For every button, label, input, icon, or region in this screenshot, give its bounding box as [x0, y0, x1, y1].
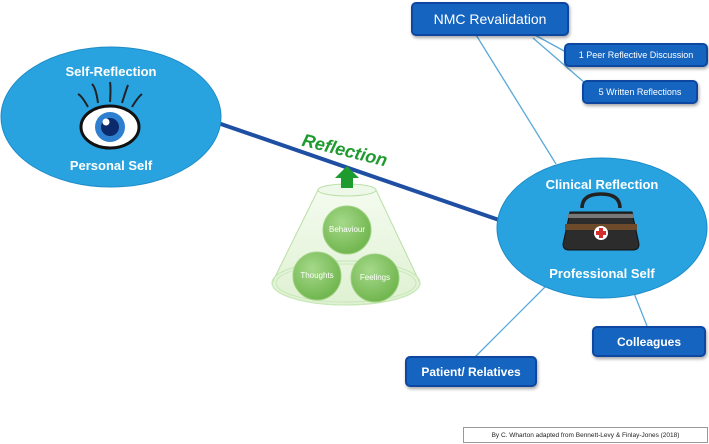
thoughts-label: Thoughts — [300, 271, 334, 280]
colleagues-box: Colleagues — [592, 326, 706, 357]
written-reflections-label: 5 Written Reflections — [598, 87, 682, 97]
nmc-revalidation-title: NMC Revalidation — [433, 11, 547, 27]
behaviour-label: Behaviour — [328, 225, 366, 234]
medical-bag-icon — [562, 192, 640, 251]
patient-relatives-label: Patient/ Relatives — [421, 364, 521, 379]
up-arrow-icon — [335, 166, 359, 188]
colleagues-label: Colleagues — [616, 334, 682, 349]
personal-self-label: Personal Self — [69, 158, 153, 173]
clinical-reflection-title: Clinical Reflection — [545, 177, 659, 192]
self-reflection-title: Self-Reflection — [65, 64, 157, 79]
line-nmc-to-clinical — [472, 29, 557, 165]
reflection-connector — [217, 121, 503, 223]
professional-self-label: Professional Self — [549, 266, 655, 281]
eye-icon — [77, 81, 143, 150]
feelings-circle — [350, 253, 400, 303]
peer-discussion-label: 1 Peer Reflective Discussion — [578, 50, 694, 60]
nmc-revalidation-box: NMC Revalidation — [411, 2, 569, 36]
thoughts-circle — [292, 251, 342, 301]
connector-lines — [472, 29, 648, 358]
credit-caption: By C. Wharton adapted from Bennett-Levy … — [463, 427, 708, 443]
written-reflections-box: 5 Written Reflections — [582, 80, 698, 104]
line-nmc-to-written — [532, 37, 586, 84]
feelings-label: Feelings — [359, 273, 391, 282]
patient-relatives-box: Patient/ Relatives — [405, 356, 537, 387]
line-nmc-to-peer — [532, 33, 567, 53]
credit-text: By C. Wharton adapted from Bennett-Levy … — [491, 431, 680, 439]
line-clinical-to-patient — [474, 284, 548, 358]
peer-discussion-box: 1 Peer Reflective Discussion — [564, 43, 708, 67]
behaviour-circle — [322, 205, 372, 255]
cbt-cone — [271, 183, 421, 306]
